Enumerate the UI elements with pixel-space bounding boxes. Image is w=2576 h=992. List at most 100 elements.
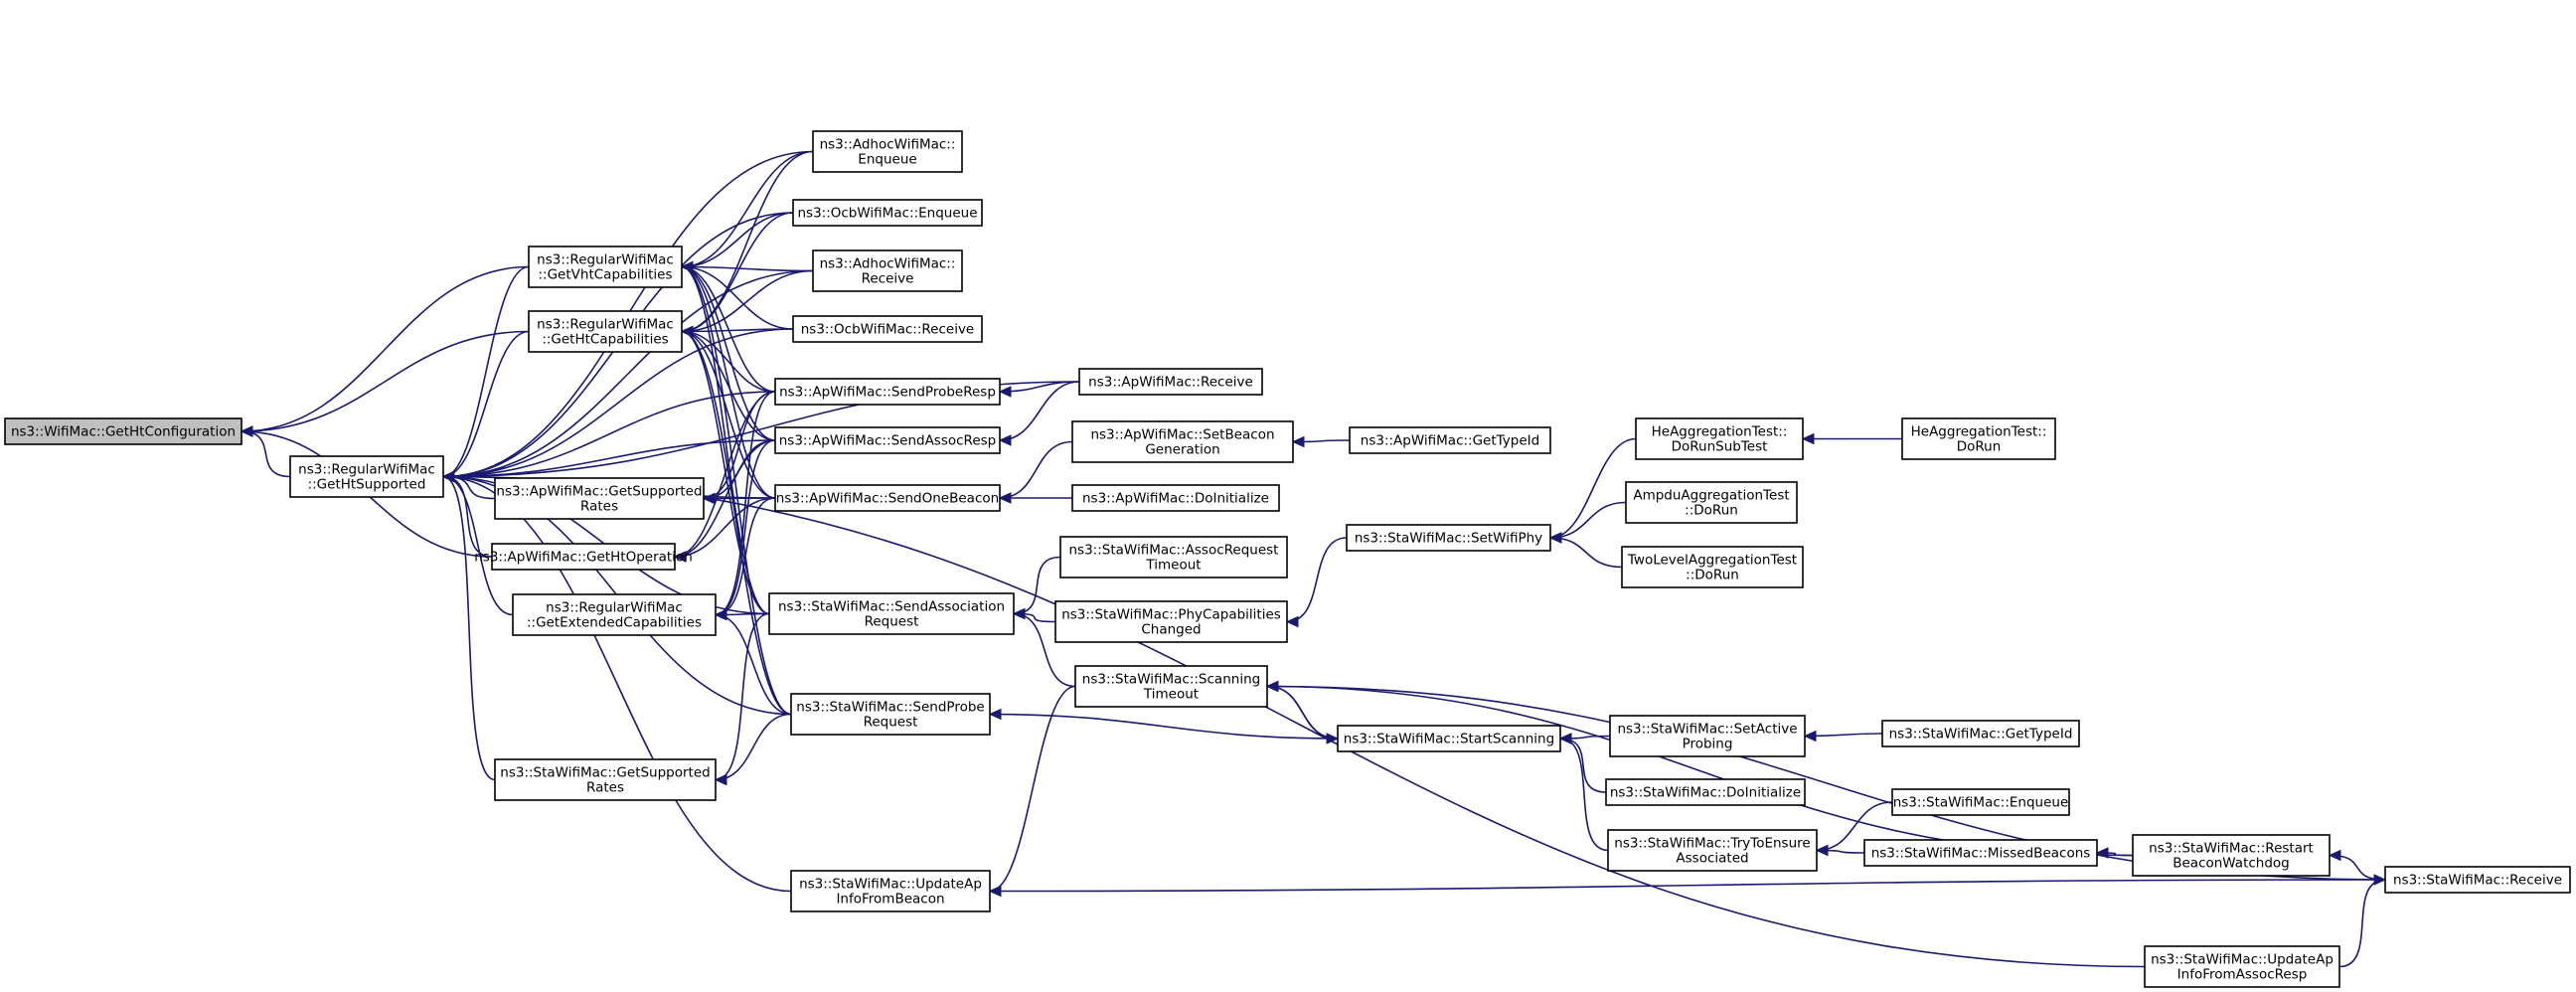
edge-n7-n15: [715, 612, 770, 781]
node-label: HeAggregationTest::: [1911, 424, 2047, 440]
arrowhead: [2328, 849, 2341, 862]
arrowhead: [714, 773, 727, 786]
node-label: ns3::AdhocWifiMac::: [820, 137, 956, 153]
edge-n1-n39: [442, 475, 2146, 968]
edge-n1-n2: [442, 265, 530, 478]
arrowhead: [1548, 532, 1562, 544]
node-label: ns3::ApWifiMac::Receive: [1088, 375, 1253, 391]
node-label: TwoLevelAggregationTest: [1627, 553, 1797, 569]
node-ns3-apwifimac-sendproberesp[interactable]: ns3::ApWifiMac::SendProbeResp: [774, 378, 1001, 406]
arrowhead: [1285, 615, 1299, 628]
arrowhead: [2373, 874, 2387, 886]
node-box: [1605, 778, 1806, 806]
node-twolevelaggregationtest-dorun[interactable]: TwoLevelAggregationTest::DoRun: [1621, 546, 1804, 588]
node-box: [812, 130, 963, 173]
node-ns3-apwifimac-doinitialize[interactable]: ns3::ApWifiMac::DoInitialize: [1071, 484, 1280, 512]
node-ns3-stawifimac-receive[interactable]: ns3::StaWifiMac::Receive: [2384, 866, 2571, 894]
arrowhead: [988, 885, 1002, 898]
node-label: ns3::StaWifiMac::Scanning: [1082, 672, 1260, 688]
node-ampduaggregationtest-dorun[interactable]: AmpduAggregationTest::DoRun: [1625, 481, 1798, 524]
edge-n17-n23: [989, 685, 1076, 893]
node-label: DoRun: [1957, 439, 2002, 455]
edge-n2-n8: [681, 150, 814, 268]
edge-n3-n9: [681, 212, 794, 333]
node-box: [1071, 484, 1280, 512]
node-label: ::DoRun: [1685, 503, 1738, 519]
node-ns3-stawifimac-enqueue[interactable]: ns3::StaWifiMac::Enqueue: [1891, 788, 2070, 816]
node-label: ns3::ApWifiMac::GetTypeId: [1361, 433, 1539, 449]
node-label: ns3::StaWifiMac::Receive: [2393, 873, 2562, 889]
node-label: ns3::StaWifiMac::StartScanning: [1344, 732, 1554, 747]
node-ns3-stawifimac-updateap-infofromassocresp[interactable]: ns3::StaWifiMac::UpdateApInfoFromAssocRe…: [2144, 945, 2340, 988]
node-heaggregationtest-dorun[interactable]: HeAggregationTest::DoRun: [1901, 417, 2056, 460]
node-label: ns3::StaWifiMac::UpdateAp: [799, 877, 982, 893]
arrowhead: [680, 260, 694, 273]
node-ns3-regularwifimac-getvhtcapabilities[interactable]: ns3::RegularWifiMac::GetVhtCapabilities: [528, 246, 683, 288]
edge-n17-n38: [989, 879, 2386, 893]
node-box: [289, 455, 444, 498]
node-ns3-ocbwifimac-enqueue[interactable]: ns3::OcbWifiMac::Enqueue: [792, 199, 983, 227]
arrowhead: [702, 492, 716, 505]
node-label: Request: [864, 715, 918, 731]
node-box: [774, 426, 1001, 454]
arrowhead: [998, 492, 1012, 504]
node-label: ns3::RegularWifiMac: [298, 462, 435, 478]
node-ns3-stawifimac-doinitialize[interactable]: ns3::StaWifiMac::DoInitialize: [1605, 778, 1806, 806]
edge-n2-n15: [681, 265, 770, 615]
node-box: [1863, 839, 2098, 867]
node-box: [1054, 600, 1288, 643]
node-box: [2384, 866, 2571, 894]
node-box: [528, 310, 683, 353]
edge-n2-n11: [681, 265, 794, 330]
edge-n0-n3: [241, 330, 530, 432]
node-ns3-apwifimac-gettypeid[interactable]: ns3::ApWifiMac::GetTypeId: [1349, 426, 1551, 454]
edges-layer: [240, 150, 2387, 968]
edge-n2-n9: [681, 212, 794, 268]
node-ns3-stawifimac-setwifiphy[interactable]: ns3::StaWifiMac::SetWifiPhy: [1346, 524, 1551, 552]
node-box: [768, 592, 1015, 635]
node-box: [491, 543, 676, 571]
node-ns3-regularwifimac-getextendedcapabilities[interactable]: ns3::RegularWifiMac::GetExtendedCapabili…: [512, 593, 717, 636]
node-label: Receive: [862, 271, 914, 287]
edge-n1-n10: [442, 269, 814, 478]
node-label: ns3::ApWifiMac::SetBeacon: [1090, 427, 1274, 443]
node-ns3-ocbwifimac-receive[interactable]: ns3::OcbWifiMac::Receive: [792, 315, 983, 343]
node-label: ns3::StaWifiMac::Restart: [2149, 841, 2314, 857]
node-ns3-regularwifimac-gethtcapabilities[interactable]: ns3::RegularWifiMac::GetHtCapabilities: [528, 310, 683, 353]
node-ns3-apwifimac-sendonebeacon[interactable]: ns3::ApWifiMac::SendOneBeacon: [774, 484, 1001, 512]
node-heaggregationtest-dorunsubtest[interactable]: HeAggregationTest::DoRunSubTest: [1635, 417, 1804, 460]
node-ns3-stawifimac-startscanning[interactable]: ns3::StaWifiMac::StartScanning: [1337, 725, 1561, 752]
node-ns3-apwifimac-receive[interactable]: ns3::ApWifiMac::Receive: [1078, 368, 1263, 396]
node-label: ns3::ApWifiMac::SendOneBeacon: [776, 491, 999, 507]
arrowhead: [714, 608, 727, 621]
node-box: [790, 693, 991, 736]
node-label: ns3::ApWifiMac::SendProbeResp: [779, 385, 996, 401]
node-label: Enqueue: [858, 152, 916, 168]
node-label: ns3::StaWifiMac::AssocRequest: [1069, 543, 1279, 559]
edge-n15-n23: [1013, 612, 1076, 688]
node-ns3-adhocwifimac-receive[interactable]: ns3::AdhocWifiMac::Receive: [812, 249, 963, 292]
node-ns3-adhocwifimac-enqueue[interactable]: ns3::AdhocWifiMac::Enqueue: [812, 130, 963, 173]
node-label: Timeout: [1145, 558, 1201, 574]
node-ns3-wifimac-gethtconfiguration[interactable]: ns3::WifiMac::GetHtConfiguration: [4, 417, 242, 445]
node-ns3-stawifimac-missedbeacons[interactable]: ns3::StaWifiMac::MissedBeacons: [1863, 839, 2098, 867]
node-ns3-regularwifimac-gethtsupported[interactable]: ns3::RegularWifiMac::GetHtSupported: [289, 455, 444, 498]
edge-n30-n34: [1804, 733, 1883, 738]
node-ns3-apwifimac-sendassocresp[interactable]: ns3::ApWifiMac::SendAssocResp: [774, 426, 1001, 454]
node-ns3-apwifimac-gethtoperation[interactable]: ns3::ApWifiMac::GetHtOperation: [474, 543, 693, 571]
node-ns3-stawifimac-gettypeid[interactable]: ns3::StaWifiMac::GetTypeId: [1881, 720, 2080, 747]
arrowhead: [988, 708, 1002, 721]
edge-n6-n14: [715, 497, 776, 616]
